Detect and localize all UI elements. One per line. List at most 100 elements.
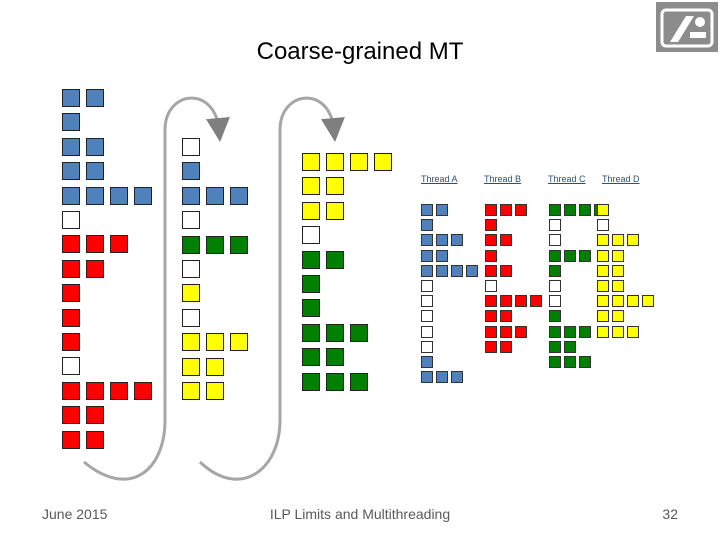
issue-slot [549, 310, 561, 323]
issue-slot [436, 234, 448, 247]
thread-b-label: Thread B [484, 174, 522, 184]
issue-slot [421, 234, 433, 247]
issue-slot [182, 235, 200, 254]
issue-slot [62, 113, 80, 132]
issue-slot [110, 186, 128, 205]
wrap-arrow-2 [198, 96, 345, 481]
issue-slot [549, 234, 561, 247]
issue-slot [597, 234, 609, 247]
issue-slot [597, 280, 609, 292]
issue-slot [579, 356, 591, 368]
issue-slot [86, 137, 104, 156]
issue-slot [62, 211, 80, 229]
issue-slot [612, 310, 624, 323]
issue-slot [350, 323, 368, 342]
issue-slot [597, 204, 609, 216]
slide-number: 32 [662, 506, 678, 522]
issue-slot [436, 204, 448, 216]
issue-slot [451, 371, 463, 384]
issue-slot [326, 372, 344, 391]
issue-slot [597, 295, 609, 308]
issue-slot [62, 357, 80, 376]
issue-slot [326, 323, 344, 342]
issue-slot [612, 264, 624, 277]
issue-slot [182, 162, 200, 181]
issue-slot [485, 325, 497, 338]
issue-slot [421, 310, 433, 323]
issue-slot [549, 340, 561, 353]
issue-slot [62, 235, 80, 254]
issue-slot [86, 186, 104, 205]
issue-slot [564, 325, 576, 338]
issue-slot [62, 333, 80, 351]
issue-slot [612, 280, 624, 292]
issue-slot [421, 340, 433, 353]
wrap-arrow-1 [83, 96, 230, 481]
issue-slot [549, 204, 561, 216]
issue-slot [421, 219, 433, 232]
issue-slot [230, 333, 248, 352]
issue-slot [206, 235, 224, 254]
issue-slot [451, 264, 463, 277]
issue-slot [485, 249, 497, 262]
issue-slot [182, 284, 200, 303]
issue-slot [564, 356, 576, 368]
issue-slot [436, 249, 448, 262]
issue-slot [182, 308, 200, 327]
issue-slot [579, 204, 591, 216]
issue-slot [515, 325, 527, 338]
issue-slot [579, 325, 591, 338]
issue-slot [374, 153, 392, 171]
issue-slot [612, 295, 624, 308]
issue-slot [451, 234, 463, 247]
issue-slot [500, 234, 512, 247]
issue-slot [302, 177, 320, 196]
issue-slot [421, 371, 433, 384]
issue-slot [564, 340, 576, 353]
issue-slot [206, 357, 224, 376]
issue-slot [612, 325, 624, 338]
issue-slot [627, 234, 639, 247]
issue-slot [549, 219, 561, 232]
issue-slot [530, 295, 542, 308]
issue-slot [500, 325, 512, 338]
issue-slot [485, 280, 497, 292]
issue-slot [421, 204, 433, 216]
issue-slot [350, 153, 368, 171]
issue-slot [500, 204, 512, 216]
issue-slot [110, 235, 128, 254]
issue-slot [182, 382, 200, 400]
issue-slot [182, 357, 200, 376]
issue-slot [302, 372, 320, 391]
issue-slot [62, 89, 80, 107]
issue-slot [62, 186, 80, 205]
issue-slot [485, 234, 497, 247]
issue-slot [549, 325, 561, 338]
issue-slot [485, 219, 497, 232]
issue-slot [612, 234, 624, 247]
issue-slot [549, 280, 561, 292]
issue-slot [302, 250, 320, 269]
issue-slot [326, 153, 344, 171]
issue-slot [182, 333, 200, 352]
issue-slot [86, 162, 104, 181]
issue-slot [302, 299, 320, 318]
issue-slot [500, 340, 512, 353]
thread-c-label: Thread C [548, 174, 586, 184]
issue-slot [485, 340, 497, 353]
issue-slot [436, 264, 448, 277]
issue-slot [182, 138, 200, 156]
issue-slot [597, 325, 609, 338]
issue-slot [302, 323, 320, 342]
issue-slot [421, 295, 433, 308]
issue-slot [86, 406, 104, 425]
issue-slot [62, 308, 80, 327]
issue-slot [302, 153, 320, 171]
issue-slot [485, 310, 497, 323]
issue-slot [86, 259, 104, 278]
issue-slot [466, 264, 478, 277]
issue-slot [515, 204, 527, 216]
issue-slot [86, 89, 104, 107]
issue-slot [597, 310, 609, 323]
